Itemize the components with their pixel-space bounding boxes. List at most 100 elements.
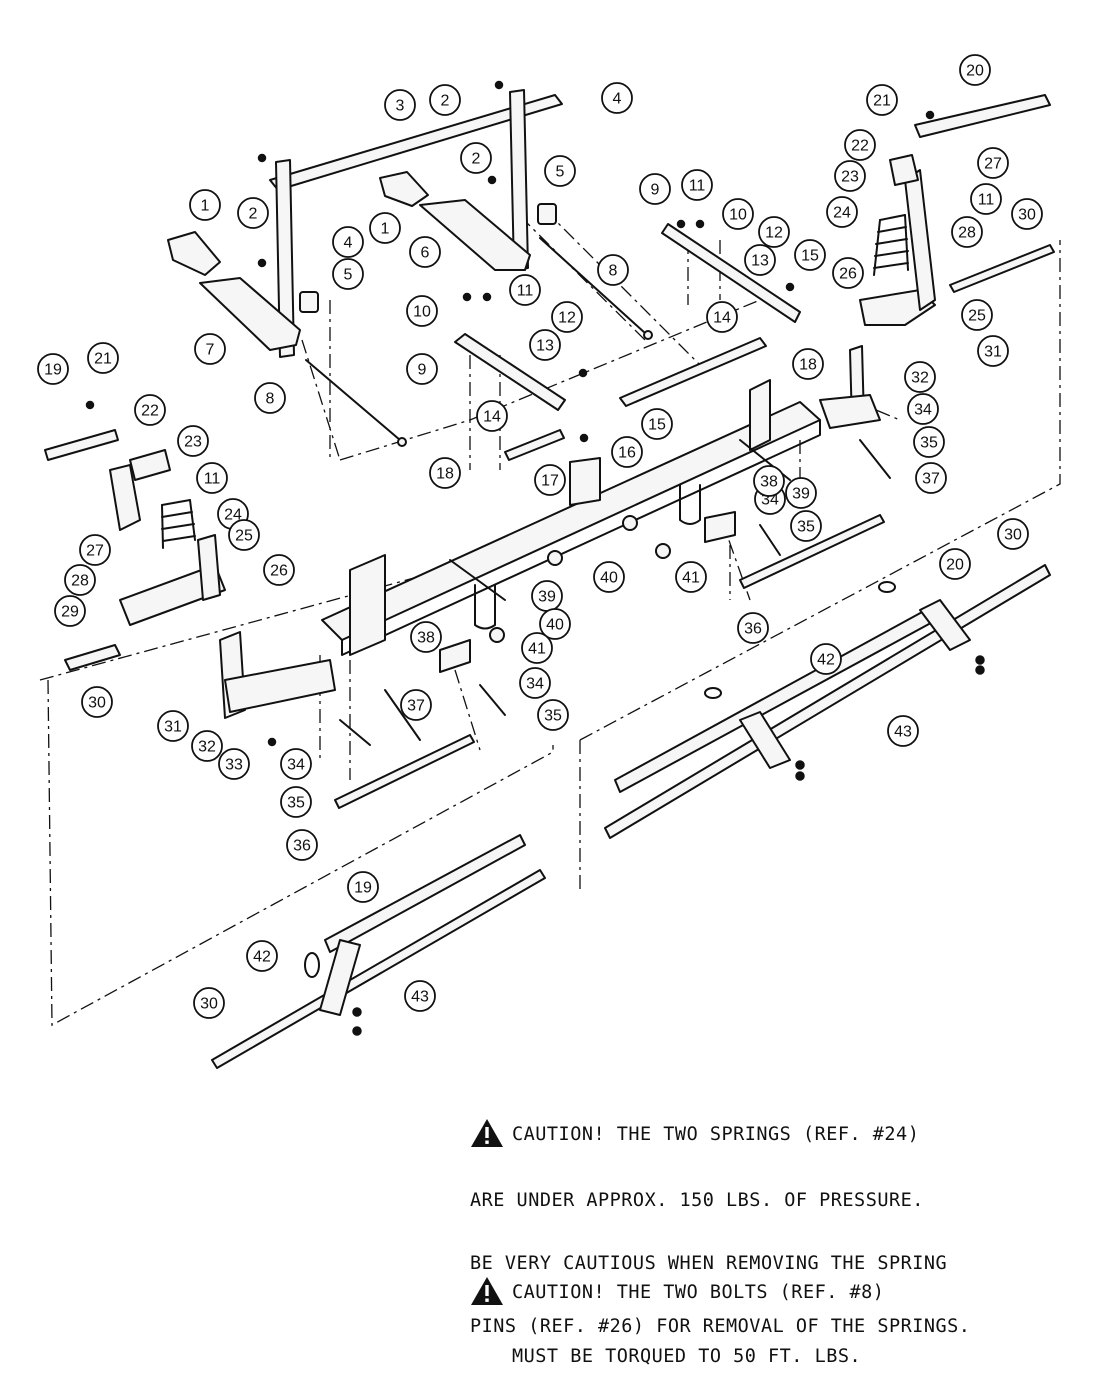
callout-circle (237, 197, 269, 229)
callout-20: 20 (939, 548, 971, 580)
callout-label: 30 (200, 996, 218, 1013)
callout-41: 41 (675, 561, 707, 593)
callout-circle (429, 84, 461, 116)
callout-39: 39 (531, 580, 563, 612)
bolt-37b (384, 689, 421, 741)
callout-circle (406, 295, 438, 327)
callout-label: 34 (914, 402, 932, 419)
callout-circle (218, 748, 250, 780)
callout-circle (384, 89, 416, 121)
spacer-5a (537, 203, 557, 225)
callout-15: 15 (641, 408, 673, 440)
washer-11d (482, 292, 492, 302)
callout-label: 32 (911, 370, 929, 387)
callout-30: 30 (81, 686, 113, 718)
callout-circle (758, 216, 790, 248)
callout-35: 35 (913, 426, 945, 458)
nut-40c (655, 543, 671, 559)
washer-11a (676, 219, 686, 229)
callout-40: 40 (593, 561, 625, 593)
callout-circle (228, 519, 260, 551)
right-base-6 (419, 199, 531, 271)
callout-label: 32 (198, 739, 216, 756)
callout-circle (907, 393, 939, 425)
callout-circle (544, 155, 576, 187)
callout-label: 19 (44, 362, 62, 379)
rod-30d (211, 869, 546, 1069)
callout-label: 39 (792, 486, 810, 503)
callout-35: 35 (790, 510, 822, 542)
callout-circle (196, 462, 228, 494)
callout-35: 35 (280, 786, 312, 818)
callout-circle (534, 464, 566, 496)
callout-label: 38 (760, 474, 778, 491)
bolt-21a (925, 110, 935, 120)
callout-34: 34 (907, 393, 939, 425)
callout-label: 31 (984, 344, 1002, 361)
callout-37: 37 (915, 462, 947, 494)
callout-circle (611, 436, 643, 468)
callout-label: 1 (381, 221, 390, 238)
beam-plate-mid (569, 457, 601, 506)
callout-label: 9 (651, 182, 660, 199)
left-upright (275, 159, 295, 358)
callout-label: 3 (396, 98, 405, 115)
post-25b (197, 534, 221, 601)
callout-label: 24 (833, 205, 851, 222)
ubolt-38a (474, 584, 496, 630)
callout-label: 21 (873, 93, 891, 110)
callout-circle (970, 183, 1002, 215)
nut-43f (352, 1026, 362, 1036)
callout-label: 4 (344, 235, 353, 252)
callout-30: 30 (997, 518, 1029, 550)
caution-bolts-row: CAUTION! THE TWO BOLTS (REF. #8) (470, 1277, 885, 1306)
callout-label: 43 (894, 724, 912, 741)
callout-label: 7 (206, 342, 215, 359)
callout-label: 35 (797, 519, 815, 536)
callout-21: 21 (87, 342, 119, 374)
callout-circle (280, 786, 312, 818)
callout-21: 21 (866, 84, 898, 116)
loop-42a (878, 581, 896, 593)
bracket-27a (904, 169, 936, 311)
bolt-8b (305, 359, 401, 441)
callout-circle (254, 382, 286, 414)
callout-circle (675, 561, 707, 593)
phantom-group-right (579, 240, 1061, 890)
angle-9b (454, 333, 566, 411)
nut-33 (267, 737, 277, 747)
block-41b (439, 639, 471, 673)
nut-43d (795, 771, 805, 781)
bolt-8b-head (397, 437, 407, 447)
callout-14: 14 (706, 301, 738, 333)
callout-circle (406, 353, 438, 385)
callout-circle (913, 426, 945, 458)
callout-circle (280, 748, 312, 780)
callout-circle (64, 564, 96, 596)
callout-26: 26 (832, 257, 864, 289)
callout-label: 37 (922, 471, 940, 488)
nut-2b (257, 153, 267, 163)
callout-circle (369, 212, 401, 244)
callout-label: 1 (201, 198, 210, 215)
bar-19b (324, 834, 526, 953)
callout-label: 22 (851, 138, 869, 155)
callout-label: 43 (411, 989, 429, 1006)
callout-label: 38 (417, 630, 435, 647)
callout-circle (706, 301, 738, 333)
callout-32: 32 (191, 730, 223, 762)
callout-label: 19 (354, 880, 372, 897)
cap-22a (889, 154, 919, 186)
callout-circle (951, 216, 983, 248)
arm-32a (819, 394, 881, 429)
callout-10: 10 (722, 198, 754, 230)
callout-22: 22 (844, 129, 876, 161)
callout-label: 26 (270, 563, 288, 580)
callout-label: 25 (235, 528, 253, 545)
callout-label: 8 (609, 263, 618, 280)
callout-circle (794, 239, 826, 271)
callout-label: 11 (978, 192, 995, 209)
callout-13: 13 (529, 329, 561, 361)
caution-bolts-line-1: CAUTION! THE TWO BOLTS (REF. #8) (512, 1282, 885, 1303)
callout-32: 32 (904, 361, 936, 393)
